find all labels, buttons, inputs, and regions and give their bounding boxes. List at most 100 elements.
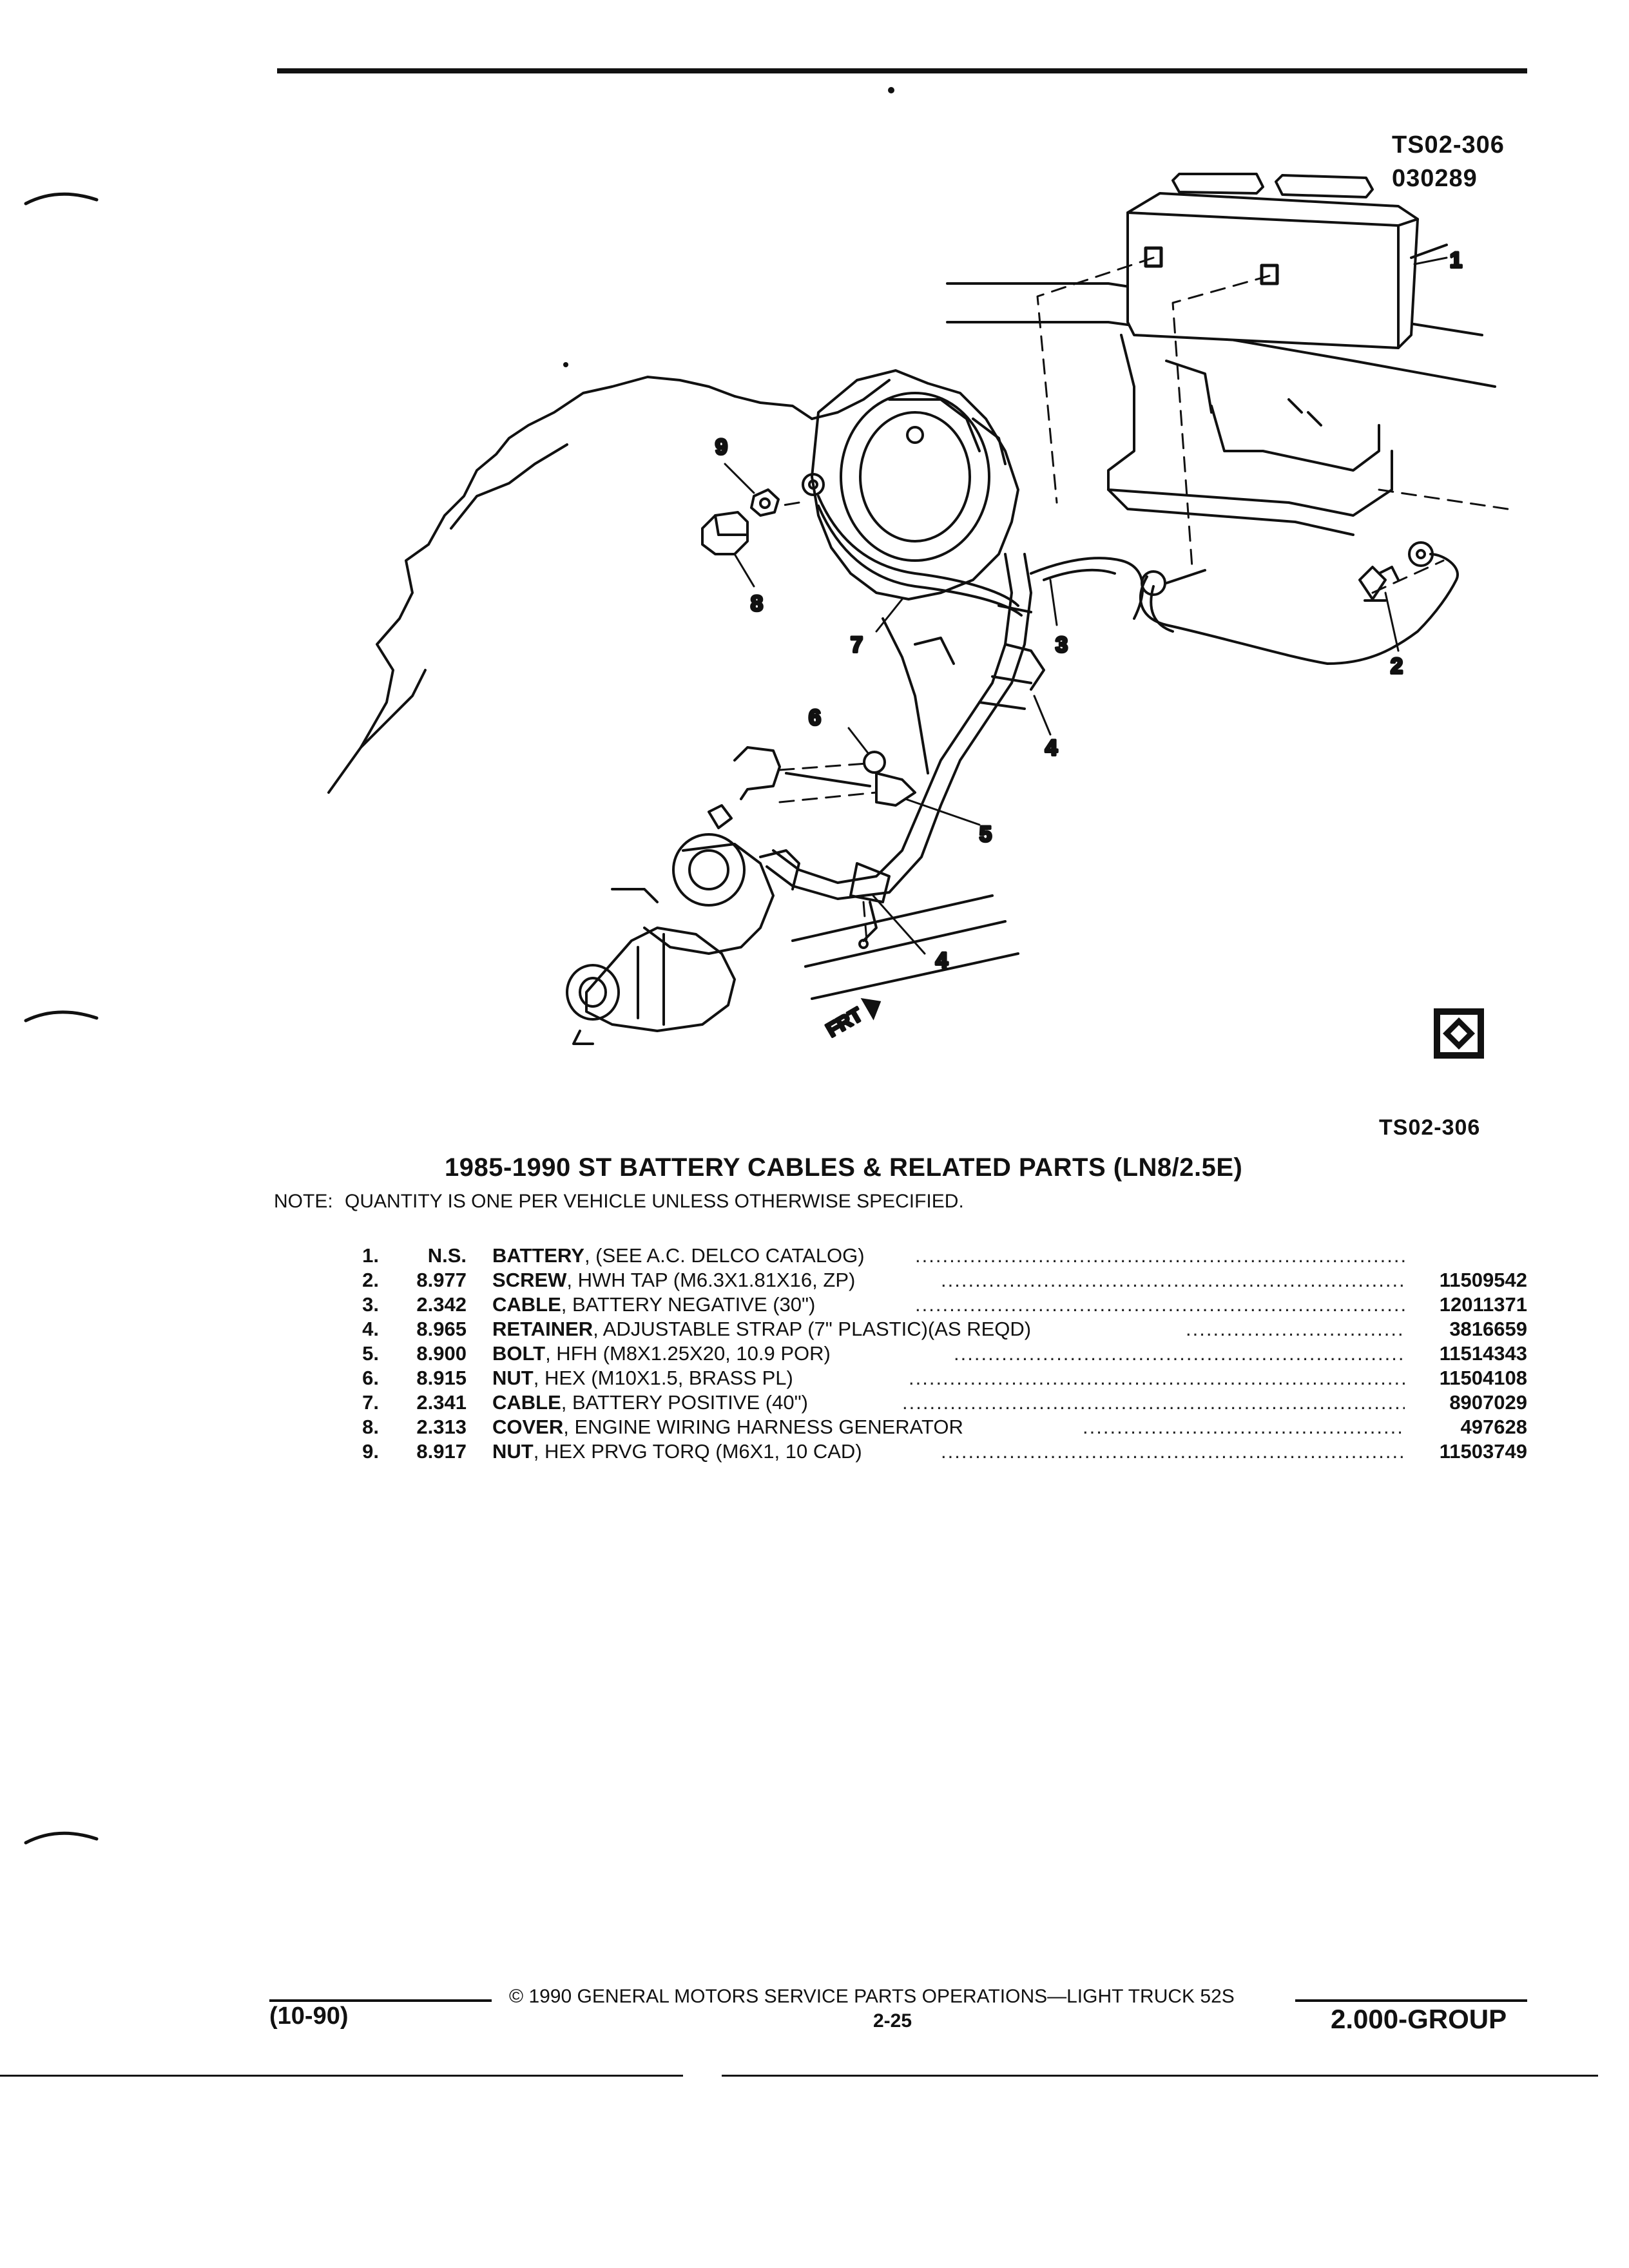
generator-drawing (811, 369, 1019, 774)
part-detail: , HWH TAP (M6.3X1.81X16, ZP) (566, 1269, 856, 1291)
figure-date-code: 030289 (1392, 165, 1478, 192)
figure-code-top: TS02-306 (1392, 131, 1505, 159)
parts-row: 4. 8.965 RETAINER, ADJUSTABLE STRAP (7" … (353, 1317, 1527, 1341)
part-name: NUT (492, 1440, 534, 1463)
parts-row: 3. 2.342 CABLE, BATTERY NEGATIVE (30") .… (353, 1293, 1527, 1317)
part-description: BATTERY, (SEE A.C. DELCO CATALOG) (492, 1244, 865, 1268)
callout-2: 2 (1391, 654, 1403, 678)
figure-code-bottom: TS02-306 (1379, 1115, 1481, 1140)
footer-rule-left (269, 1999, 492, 2002)
part-name: BOLT (492, 1342, 546, 1365)
part-number: 3816659 (1449, 1318, 1527, 1340)
starter-motor-drawing (566, 833, 800, 1032)
top-rule (277, 68, 1527, 73)
bottom-rule-left (0, 2075, 683, 2077)
positive-cable-drawing (802, 473, 1023, 617)
item-number: 9. (362, 1440, 379, 1463)
dot-leader: ........................................… (941, 1440, 1405, 1463)
part-detail: , HEX (M10X1.5, BRASS PL) (533, 1367, 793, 1389)
battery-drawing (1126, 173, 1448, 349)
part-description: COVER, ENGINE WIRING HARNESS GENERATOR (492, 1415, 963, 1439)
callout-5: 5 (979, 822, 992, 847)
callout-3: 3 (1055, 633, 1068, 657)
dot-leader: ........................................… (1186, 1318, 1405, 1340)
footer-rule-right (1295, 1999, 1527, 2002)
dot-leader: ........................................… (941, 1269, 1405, 1291)
bracket-drawing (708, 746, 916, 829)
part-detail: , BATTERY POSITIVE (40") (561, 1391, 808, 1414)
note-text: QUANTITY IS ONE PER VEHICLE UNLESS OTHER… (345, 1191, 964, 1212)
group-number: 8.900 (416, 1342, 467, 1365)
margin-mark-1 (24, 192, 99, 206)
part-description: NUT, HEX (M10X1.5, BRASS PL) (492, 1366, 793, 1390)
part-number: 497628 (1460, 1416, 1527, 1438)
part-description: NUT, HEX PRVG TORQ (M6X1, 10 CAD) (492, 1439, 862, 1464)
part-description: SCREW, HWH TAP (M6.3X1.81X16, ZP) (492, 1268, 855, 1293)
item-number: 5. (362, 1342, 379, 1365)
item-number: 2. (362, 1269, 379, 1291)
footer-group: 2.000-GROUP (1331, 2004, 1507, 2034)
part-detail: , HEX PRVG TORQ (M6X1, 10 CAD) (533, 1440, 862, 1463)
harness-drawing (766, 553, 1045, 949)
footer-page-number: 2-25 (873, 2010, 912, 2032)
dot-leader: ........................................… (1083, 1416, 1405, 1438)
dot-leader: ........................................… (915, 1293, 1405, 1316)
part-name: COVER (492, 1416, 564, 1438)
item-number: 4. (362, 1318, 379, 1340)
note-label: NOTE: (274, 1191, 333, 1212)
footer-date: (10-90) (269, 2003, 349, 2030)
group-number: 2.341 (416, 1391, 467, 1414)
parts-row: 6. 8.915 NUT, HEX (M10X1.5, BRASS PL) ..… (353, 1366, 1527, 1390)
assembly-dashed-lines (778, 256, 1509, 942)
part-detail: , ENGINE WIRING HARNESS GENERATOR (563, 1416, 963, 1438)
frame-lines (572, 894, 1019, 1045)
front-direction-indicator: FRT (822, 998, 882, 1043)
group-number: 2.313 (416, 1416, 467, 1438)
part-number: 11514343 (1439, 1342, 1527, 1365)
group-number: N.S. (427, 1244, 467, 1267)
dot-leader: ........................................… (902, 1391, 1405, 1414)
part-description: RETAINER, ADJUSTABLE STRAP (7" PLASTIC)(… (492, 1317, 1031, 1341)
nut-9-drawing (750, 488, 780, 517)
parts-row: 5. 8.900 BOLT, HFH (M8X1.25X20, 10.9 POR… (353, 1341, 1527, 1366)
parts-row: 8. 2.313 COVER, ENGINE WIRING HARNESS GE… (353, 1415, 1527, 1439)
callout-8: 8 (751, 591, 763, 616)
part-number: 11504108 (1439, 1367, 1527, 1389)
part-detail: , (SEE A.C. DELCO CATALOG) (584, 1244, 865, 1267)
item-number: 8. (362, 1416, 379, 1438)
dot-leader: ........................................… (954, 1342, 1405, 1365)
negative-cable-drawing (1030, 541, 1459, 665)
part-detail: , HFH (M8X1.25X20, 10.9 POR) (545, 1342, 831, 1365)
part-number: 11503749 (1439, 1440, 1527, 1463)
part-description: CABLE, BATTERY NEGATIVE (30") (492, 1293, 815, 1317)
callout-9: 9 (715, 435, 728, 459)
part-name: CABLE (492, 1293, 561, 1316)
nut-6-drawing (863, 751, 886, 774)
svg-text:FRT: FRT (823, 1004, 866, 1041)
callout-4-lower: 4 (936, 948, 948, 973)
part-detail: , BATTERY NEGATIVE (30") (561, 1293, 816, 1316)
callout-1: 1 (1450, 248, 1462, 273)
part-name: NUT (492, 1367, 534, 1389)
footer-copyright: © 1990 GENERAL MOTORS SERVICE PARTS OPER… (509, 1986, 1235, 2007)
group-number: 8.965 (416, 1318, 467, 1340)
item-number: 3. (362, 1293, 379, 1316)
part-detail: , ADJUSTABLE STRAP (7" PLASTIC)(AS REQD) (593, 1318, 1032, 1340)
callout-7: 7 (851, 633, 863, 657)
group-number: 8.977 (416, 1269, 467, 1291)
parts-row: 9. 8.917 NUT, HEX PRVG TORQ (M6X1, 10 CA… (353, 1439, 1527, 1464)
margin-mark-2 (24, 1010, 99, 1023)
parts-row: 2. 8.977 SCREW, HWH TAP (M6.3X1.81X16, Z… (353, 1268, 1527, 1293)
bottom-rule-right (722, 2075, 1598, 2077)
part-name: RETAINER (492, 1318, 593, 1340)
parts-row: 1. N.S. BATTERY, (SEE A.C. DELCO CATALOG… (353, 1244, 1527, 1268)
cover-8-drawing (701, 511, 749, 555)
part-number: 8907029 (1449, 1391, 1527, 1414)
margin-mark-3 (24, 1831, 99, 1845)
catalog-symbol-icon (1434, 1008, 1484, 1059)
part-name: CABLE (492, 1391, 561, 1414)
part-description: CABLE, BATTERY POSITIVE (40") (492, 1390, 808, 1415)
parts-row: 7. 2.341 CABLE, BATTERY POSITIVE (40") .… (353, 1390, 1527, 1415)
group-number: 8.917 (416, 1440, 467, 1463)
callout-4-upper: 4 (1045, 736, 1057, 760)
